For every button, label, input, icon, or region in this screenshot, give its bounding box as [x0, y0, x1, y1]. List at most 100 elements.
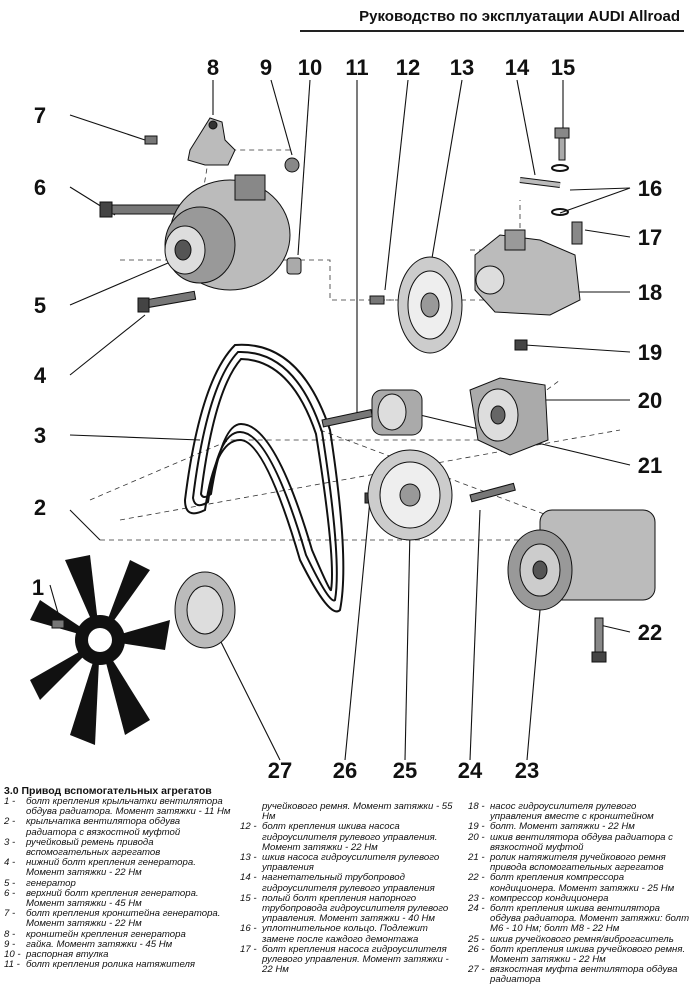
legend-item-number: 16 - — [240, 923, 257, 935]
legend-item-text: крыльчатка вентилятора обдува радиатора … — [26, 816, 181, 838]
legend-item: 9 -гайка. Момент затяжки - 45 Нм — [4, 938, 232, 950]
legend-item-number: 14 - — [240, 872, 257, 884]
legend-item-text: распорная втулка — [26, 949, 109, 961]
callout-13: 13 — [450, 55, 474, 80]
legend-item-text: ручейковый ремень привода вспомогательны… — [26, 836, 161, 859]
tensioner-bolt-11 — [321, 409, 373, 428]
callout-14: 14 — [505, 55, 530, 80]
legend-item-number: 8 - — [4, 928, 16, 940]
callout-23: 23 — [515, 758, 539, 783]
callout-9: 9 — [260, 55, 272, 80]
legend-item-number: 20 - — [468, 831, 485, 843]
legend-item-text: генератор — [26, 877, 76, 889]
callout-5: 5 — [34, 293, 46, 318]
tensioner-roller-21 — [371, 389, 423, 436]
seal-rings-16 — [551, 164, 569, 216]
legend-item: 17 - болт крепления насоса гидроусилителя… — [240, 943, 460, 976]
legend-item-text: болт крепления насоса гидроусилителя рул… — [262, 943, 449, 976]
legend-item-text: вязкостная муфта вентилятора обдува ради… — [490, 964, 678, 986]
viscous-coupling-27 — [174, 571, 236, 649]
legend-item-number: 3 - — [4, 836, 16, 848]
legend-item-number: 11 - — [4, 959, 20, 971]
pressure-line-14 — [519, 177, 561, 188]
legend-item-text: шкив ручейкового ремня/виброгаситель — [490, 933, 674, 945]
legend-item-text: гайка. Момент затяжки - 45 Нм — [26, 938, 173, 950]
legend-item: 6 -верхний болт крепления генератора. Мо… — [4, 887, 232, 909]
legend-item: 15 -полый болт крепления напорного трубо… — [240, 892, 460, 925]
legend-item: 10 - распорная втулка — [4, 949, 232, 961]
legend-item-text: полый болт крепления напорного трубопров… — [262, 892, 449, 925]
callout-2: 2 — [34, 495, 46, 520]
legend-item: 8 - кронштейн крепления генератора — [4, 928, 232, 940]
pump-bolt-17 — [571, 221, 583, 245]
legend-item-number: 18 - — [468, 801, 485, 812]
legend-item-text: нагнетательный трубопровод гидроусилител… — [262, 872, 435, 894]
legend-item-text: компрессор кондиционера — [490, 892, 609, 904]
legend-item-number: 19 - — [468, 821, 485, 833]
legend-item: 2 -крыльчатка вентилятора обдува радиато… — [4, 816, 232, 838]
legend-item: 12 -болт крепления шкива насоса гидроуси… — [240, 822, 460, 853]
alternator-5 — [164, 174, 291, 291]
pulley-bolt-12 — [369, 295, 385, 305]
legend-item: 19 -болт. Момент затяжки - 22 Нм — [468, 822, 690, 832]
legend-item-text: болт крепления кронштейна генератора. Мо… — [26, 908, 221, 930]
callout-24: 24 — [458, 758, 483, 783]
legend-item-number: 27 - — [468, 964, 485, 976]
legend-item-number: 5 - — [4, 877, 16, 889]
legend-item-number: 12 - — [240, 821, 257, 833]
legend-item-number: 24 - — [468, 903, 485, 915]
legend-item: 4 -нижний болт крепления генератора. Мом… — [4, 857, 232, 879]
cooling-fan-2 — [30, 555, 170, 745]
legend-item: 26 -болт крепления шкива ручейкового рем… — [468, 943, 690, 966]
callout-25: 25 — [393, 758, 417, 783]
legend-item: 16 - уплотнительное кольцо. Подлежит заме… — [240, 923, 460, 945]
legend-item: 20 - шкив вентилятора обдува радиатора с … — [468, 831, 690, 853]
legend-item-text: кронштейн крепления генератора — [26, 928, 186, 940]
legend-item-text: болт крепления ролика натяжителя — [26, 959, 196, 971]
callout-26: 26 — [333, 758, 357, 783]
legend-column-2: ручейкового ремня. Момент затяжки - 55 Н… — [240, 801, 460, 976]
legend-item-text: болт крепления шкива ручейкового ремня. … — [490, 943, 686, 966]
callout-21: 21 — [638, 453, 662, 478]
legend-item-text: уплотнительное кольцо. Подлежит замене п… — [262, 923, 428, 945]
nut-9 — [284, 157, 300, 173]
callout-6: 6 — [34, 175, 46, 200]
legend-item: 1 - болт крепления крыльчатки вентилятора… — [4, 796, 232, 818]
legend-item-text: болт крепления шкива вентилятора обдува … — [490, 903, 690, 935]
header-rule — [300, 30, 684, 32]
leader-lines — [49, 79, 631, 761]
legend-item-number: 17 - — [240, 943, 257, 955]
ac-compressor-23 — [507, 509, 656, 611]
legend-item-text: болт крепления крыльчатки вентилятора об… — [26, 796, 231, 818]
legend-column-3: 18 -насос гидроусилителя рулевого управл… — [468, 801, 690, 986]
lower-alternator-bolt-4 — [137, 290, 197, 313]
legend-item: 25 - шкив ручейкового ремня/виброгаситель — [468, 933, 690, 945]
legend-item-number: 25 - — [468, 933, 485, 945]
legend-item: 7 - болт крепления кронштейна генератора.… — [4, 908, 232, 930]
compressor-bolt-22 — [591, 617, 607, 663]
callout-12: 12 — [396, 55, 420, 80]
legend-item-number — [240, 802, 262, 822]
callout-22: 22 — [638, 620, 662, 645]
legend-item-text: шкив вентилятора обдува радиатора с вязк… — [490, 831, 673, 853]
legend-item: 3 - ручейковый ремень привода вспомогател… — [4, 836, 232, 859]
legend-item-number: 6 - — [4, 887, 16, 899]
legend-item-number: 1 - — [4, 796, 16, 807]
legend-item: 5 - генератор — [4, 877, 232, 889]
callout-11: 11 — [345, 55, 368, 80]
callout-10: 10 — [298, 55, 322, 80]
callout-17: 17 — [638, 225, 662, 250]
power-steering-pump-18 — [474, 229, 581, 316]
legend-item-number: 4 - — [4, 857, 16, 869]
callout-19: 19 — [638, 340, 662, 365]
legend-item-number: 7 - — [4, 908, 16, 920]
crank-pulley-25 — [367, 449, 453, 541]
legend-item: 21 -ролик натяжителя ручейкового ремня п… — [468, 852, 690, 873]
legend-item: 23 -компрессор кондиционера — [468, 892, 690, 904]
fan-bolt-1 — [51, 619, 65, 629]
hollow-bolt-15 — [554, 127, 570, 161]
callout-18: 18 — [638, 280, 662, 305]
legend-item-number: 10 - — [4, 949, 21, 961]
legend-item-text: шкив насоса гидроусилителя рулевого упра… — [262, 852, 440, 874]
